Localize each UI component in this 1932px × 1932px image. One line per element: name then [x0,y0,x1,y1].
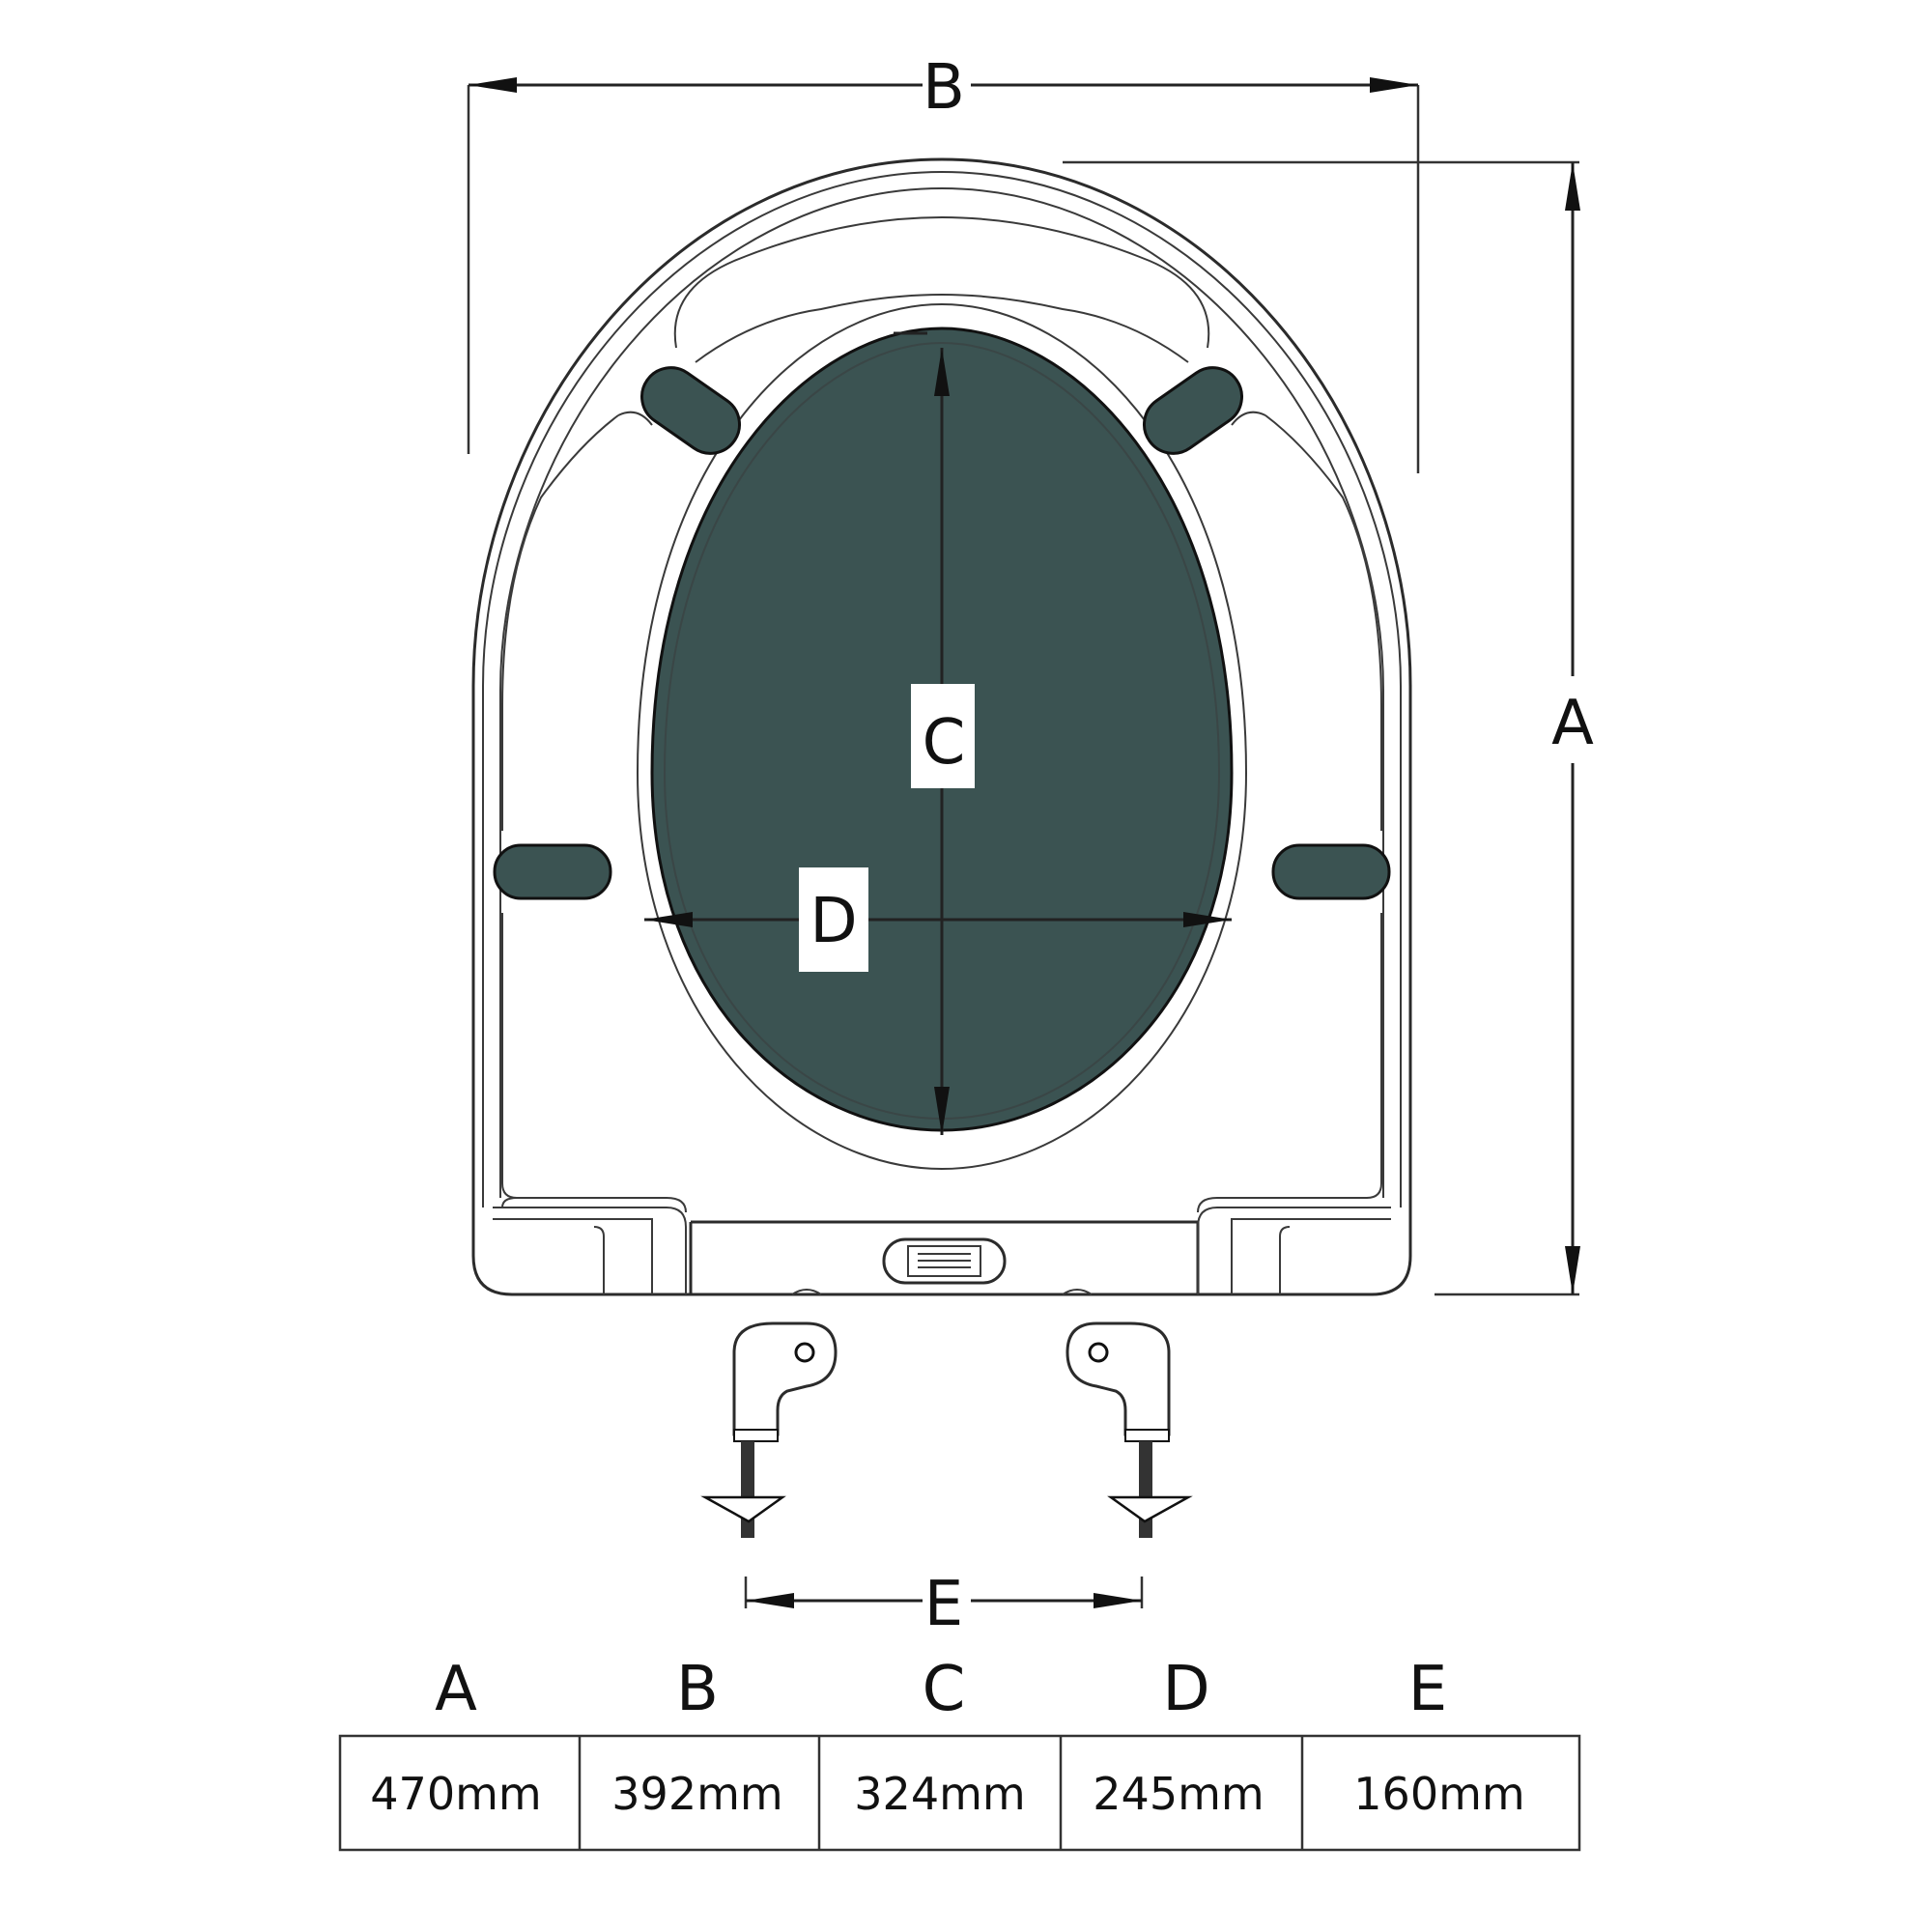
bumper-mid-left [493,843,612,900]
dimension-d: D [644,867,1232,972]
table-value-c: 324mm [854,1768,1025,1820]
dimension-e: E [744,1569,1144,1640]
table-value-a: 470mm [370,1768,541,1820]
dimension-table: A B C D E 470mm 392mm 324mm 245mm 160mm [338,1654,1581,1852]
table-value-d: 245mm [1093,1768,1264,1820]
dimension-a: A [1063,160,1594,1296]
table-header-a: A [435,1654,477,1725]
dimension-label-a: A [1551,688,1594,759]
table-header-d: D [1162,1654,1209,1725]
dimension-b: B [467,52,1420,473]
dimension-label-e: E [924,1569,963,1640]
hinge-right [1065,1321,1193,1538]
dimension-label-c: C [923,707,966,779]
bumper-top-right [1143,366,1243,455]
table-header-c: C [923,1654,966,1725]
dimension-label-d: D [810,886,857,957]
dimension-label-b: B [923,52,965,124]
table-value-b: 392mm [611,1768,782,1820]
table-header-e: E [1408,1654,1447,1725]
dimension-c: C [894,331,975,1135]
hinge-left [700,1321,838,1538]
seat-outline [471,157,1412,1296]
table-value-e: 160mm [1353,1768,1524,1820]
bumper-mid-right [1271,843,1391,900]
table-header-b: B [676,1654,719,1725]
bumper-top-left [640,366,741,455]
